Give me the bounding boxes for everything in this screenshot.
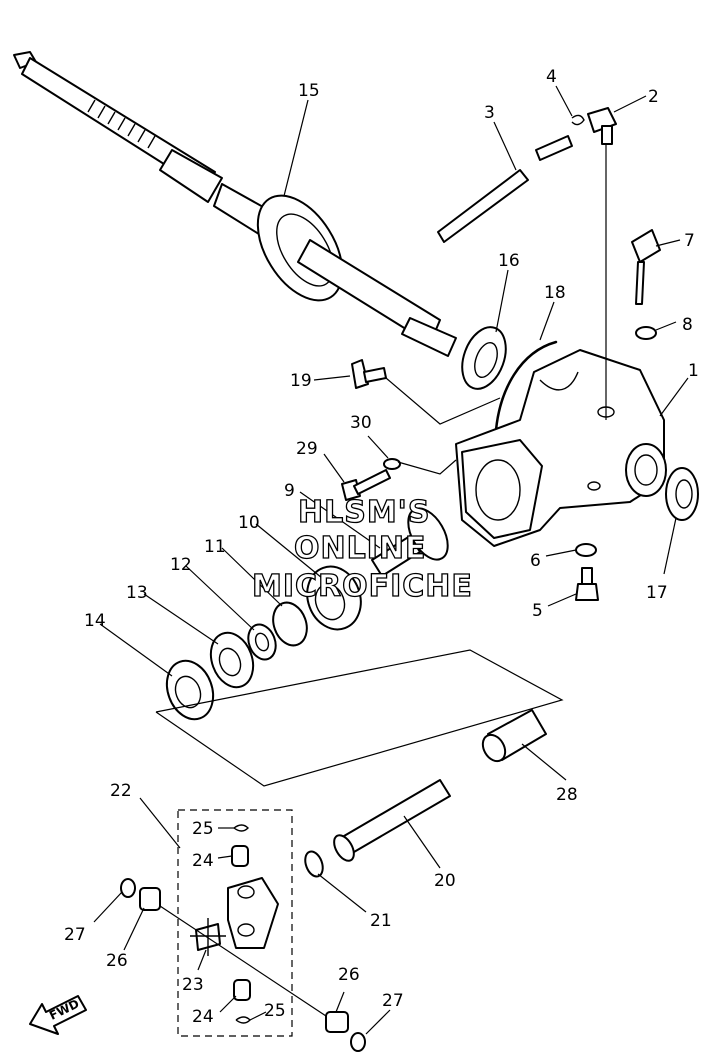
callout-24-top: 24 (192, 851, 214, 871)
part-26-bearing-cup-right[interactable] (325, 1011, 349, 1033)
part-25-circlip-top[interactable] (233, 824, 249, 832)
callout-12: 12 (170, 555, 192, 575)
part-10-bearing-housing[interactable] (299, 559, 370, 637)
callout-27-left: 27 (64, 925, 86, 945)
callout-29: 29 (296, 439, 318, 459)
callout-10: 10 (238, 513, 260, 533)
callout-28: 28 (556, 785, 578, 805)
callout-16: 16 (498, 251, 520, 271)
part-1-gear-case[interactable] (455, 349, 667, 547)
callout-24-bottom: 24 (192, 1007, 214, 1027)
part-14-ring-nut[interactable] (159, 654, 221, 725)
part-28-collar[interactable] (478, 709, 547, 765)
part-19-bolt[interactable] (351, 359, 387, 389)
callout-20: 20 (434, 871, 456, 891)
part-30-washer[interactable] (383, 458, 401, 470)
part-24-bearing-cup-top[interactable] (231, 845, 249, 867)
callout-27-right: 27 (382, 991, 404, 1011)
callout-3: 3 (484, 103, 495, 123)
part-4-clip[interactable] (571, 114, 585, 126)
assembly-outline (155, 649, 564, 787)
part-21-circlip[interactable] (302, 849, 326, 879)
assembly-axis (159, 905, 327, 1017)
part-11-o-ring[interactable] (267, 598, 312, 650)
part-13-bearing[interactable] (204, 627, 261, 693)
callout-26-right: 26 (338, 965, 360, 985)
watermark: HLSM'S ONLINE MICROFICHE (251, 494, 473, 604)
part-20-drive-shaft[interactable] (330, 779, 451, 864)
callout-26-left: 26 (106, 951, 128, 971)
part-24-bearing-cup-bottom[interactable] (233, 979, 251, 1001)
callout-1: 1 (688, 361, 699, 381)
callout-23: 23 (182, 975, 204, 995)
part-17-oil-seal[interactable] (665, 467, 699, 521)
part-16-oil-seal[interactable] (454, 321, 513, 395)
callout-21: 21 (370, 911, 392, 931)
callout-19: 19 (290, 371, 312, 391)
callout-25-top: 25 (192, 819, 214, 839)
part-15-drive-shaft[interactable] (13, 51, 457, 357)
part-8-o-ring[interactable] (635, 326, 657, 340)
part-3-breather-hose[interactable] (437, 135, 573, 243)
callout-25-bottom: 25 (264, 1001, 286, 1021)
part-27-circlip-left[interactable] (120, 878, 136, 898)
callout-8: 8 (682, 315, 693, 335)
callout-22: 22 (110, 781, 132, 801)
callout-9: 9 (284, 481, 295, 501)
part-18-gasket[interactable] (494, 340, 558, 432)
part-6-gasket[interactable] (575, 543, 597, 557)
callout-17: 17 (646, 583, 668, 603)
fwd-arrow: FWD (29, 995, 87, 1035)
callout-11: 11 (204, 537, 226, 557)
callout-14: 14 (84, 611, 106, 631)
part-5-drain-plug[interactable] (575, 567, 599, 601)
callout-13: 13 (126, 583, 148, 603)
callout-4: 4 (546, 67, 557, 87)
watermark-line-3: MICROFICHE (252, 569, 473, 604)
universal-joint-yoke[interactable] (227, 877, 279, 949)
part-12-bearing[interactable] (244, 621, 281, 664)
callout-30: 30 (350, 413, 372, 433)
leader-lines (93, 85, 689, 1035)
watermark-line-1: HLSM'S (298, 495, 430, 530)
callout-18: 18 (544, 283, 566, 303)
part-26-bearing-cup-left[interactable] (139, 887, 161, 911)
part-27-circlip-right[interactable] (350, 1032, 366, 1052)
part-22-group-box (177, 809, 293, 1037)
callout-numbers: 15 3 4 2 7 8 1 16 18 19 30 29 9 10 11 12… (64, 67, 699, 1027)
part-9-pinion-gear[interactable] (371, 502, 456, 577)
callout-5: 5 (532, 601, 543, 621)
part-25-circlip-bottom[interactable] (235, 1016, 251, 1024)
callout-15: 15 (298, 81, 320, 101)
part-23-spider[interactable] (190, 918, 226, 956)
part-7-dipstick[interactable] (631, 229, 661, 305)
callout-6: 6 (530, 551, 541, 571)
part-29-bolt[interactable] (341, 469, 391, 501)
callout-7: 7 (684, 231, 695, 251)
watermark-line-2: ONLINE (294, 531, 427, 566)
callout-2: 2 (648, 87, 659, 107)
part-2-hose-joint[interactable] (587, 107, 617, 145)
